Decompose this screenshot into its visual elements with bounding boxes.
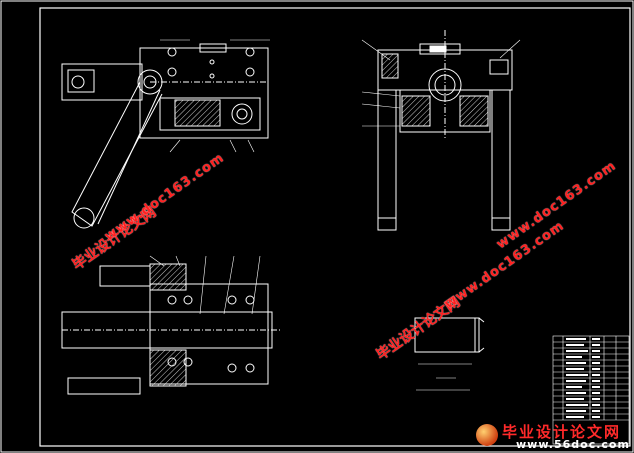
- front-view: [61, 39, 270, 229]
- part-detail-view: [414, 317, 485, 391]
- title-block: [552, 335, 630, 445]
- site-logo-icon: [476, 424, 498, 446]
- top-view: [61, 255, 280, 395]
- side-view: [361, 30, 521, 231]
- site-name: 毕业设计论文网: [502, 423, 622, 441]
- sheet-inner-border: [39, 7, 631, 447]
- site-url: www.56doc.com: [516, 438, 630, 451]
